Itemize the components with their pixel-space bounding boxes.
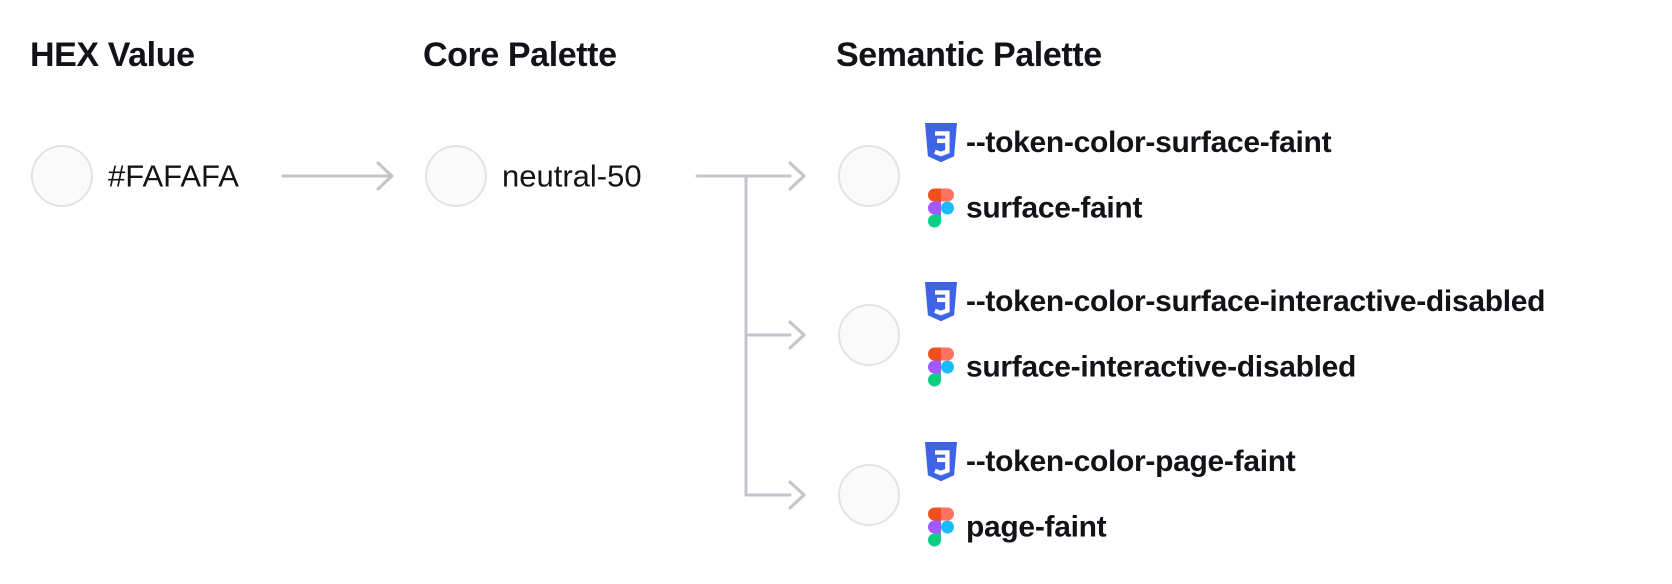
arrow-hex-to-core	[281, 161, 394, 191]
hex-value-label: #FAFAFA	[108, 158, 239, 194]
branch-core-to-semantic	[695, 161, 806, 510]
heading-core-palette: Core Palette	[423, 36, 617, 74]
css-token-row: --token-color-surface-faint	[924, 123, 1332, 163]
css3-icon	[925, 442, 957, 482]
css-variable-name: --token-color-page-faint	[966, 445, 1296, 478]
figma-token-row: surface-interactive-disabled	[928, 347, 1357, 387]
figma-token-row: surface-faint	[928, 188, 1143, 228]
figma-style-name: surface-interactive-disabled	[966, 350, 1357, 383]
css3-icon	[925, 123, 957, 163]
figma-token-row: page-faint	[928, 507, 1107, 547]
css-token-row: --token-color-surface-interactive-disabl…	[924, 282, 1546, 322]
semantic-color-swatch	[838, 145, 900, 207]
css-variable-name: --token-color-surface-interactive-disabl…	[966, 285, 1546, 318]
css-variable-name: --token-color-surface-faint	[966, 126, 1332, 159]
heading-semantic-palette: Semantic Palette	[836, 36, 1102, 74]
figma-style-name: page-faint	[966, 510, 1107, 543]
figma-icon	[928, 507, 954, 547]
heading-hex-value: HEX Value	[30, 36, 195, 74]
semantic-color-swatch	[838, 464, 900, 526]
figma-icon	[928, 188, 954, 228]
hex-color-swatch	[31, 145, 93, 207]
core-token-label: neutral-50	[502, 158, 642, 194]
figma-style-name: surface-faint	[966, 191, 1143, 224]
css-token-row: --token-color-page-faint	[924, 442, 1296, 482]
core-color-swatch	[425, 145, 487, 207]
semantic-color-swatch	[838, 304, 900, 366]
css3-icon	[925, 282, 957, 322]
figma-icon	[928, 347, 954, 387]
